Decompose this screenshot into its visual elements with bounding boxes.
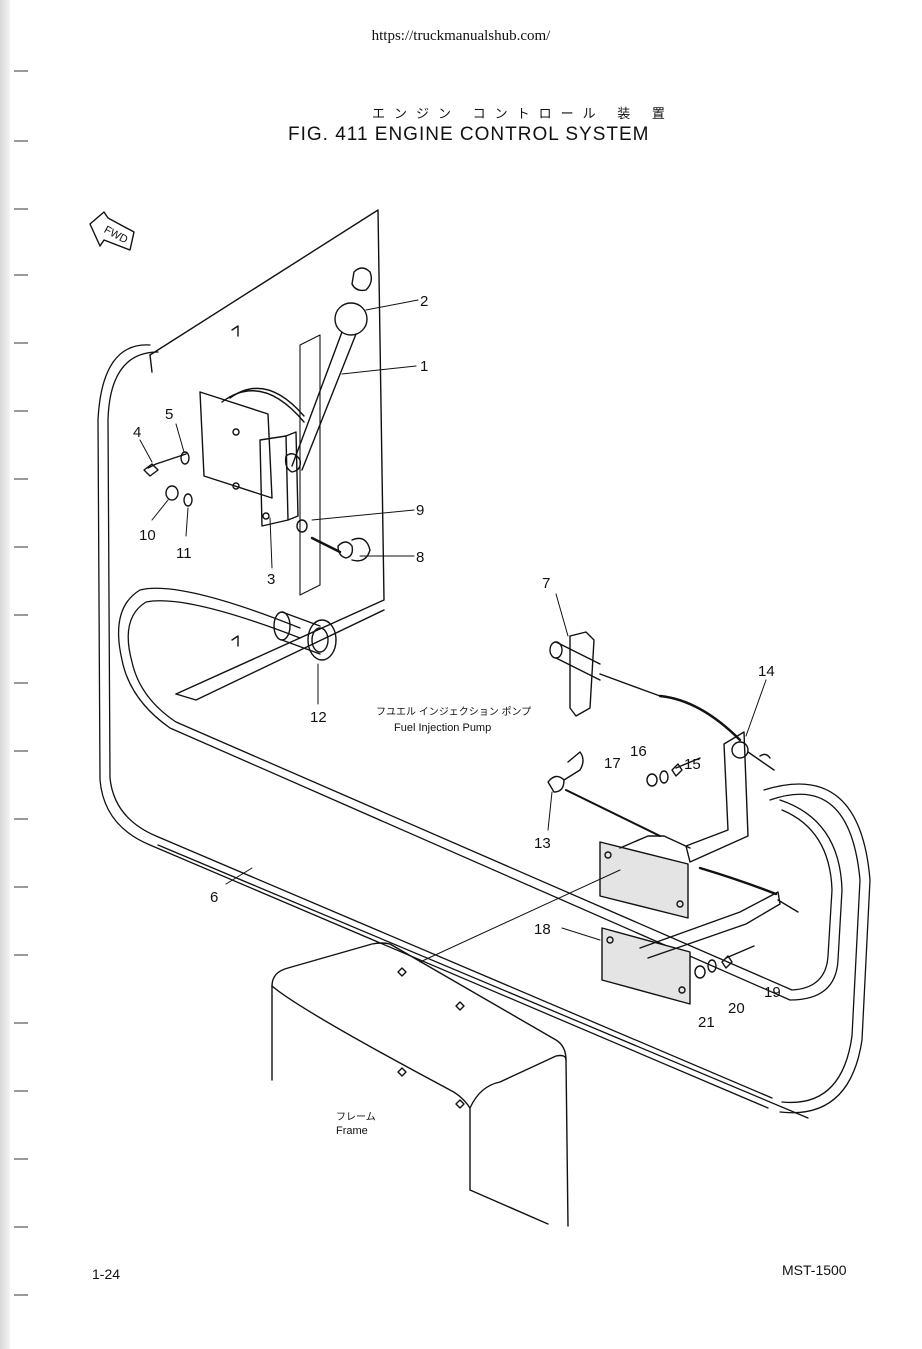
binding-mark (14, 1090, 28, 1092)
binding-mark (14, 140, 28, 142)
callout-7: 7 (542, 575, 550, 592)
binding-mark (14, 410, 28, 412)
callout-leaders (139, 299, 767, 941)
figure-title-japanese: エンジン コントロール 装 置 (372, 106, 674, 121)
callout-labels: 2 1 5 4 9 10 11 8 3 7 14 12 15 16 17 13 … (133, 293, 781, 1137)
callout-16: 16 (630, 743, 647, 760)
throttle-cable (97, 344, 871, 1119)
binding-mark (14, 1294, 28, 1296)
callout-15: 15 (684, 756, 701, 773)
binding-mark (14, 682, 28, 684)
callout-3: 3 (267, 571, 275, 588)
callout-4: 4 (133, 424, 141, 441)
lever-knob (334, 302, 368, 336)
binding-mark (14, 1022, 28, 1024)
binding-edge (0, 0, 10, 1349)
frame-label: Frame (336, 1125, 368, 1137)
binding-mark (14, 1226, 28, 1228)
binding-mark (14, 954, 28, 956)
callout-2: 2 (420, 293, 428, 310)
callout-12: 12 (310, 709, 327, 726)
fwd-arrow-icon: FWD (89, 211, 135, 251)
control-lever-assembly (199, 302, 368, 527)
dash-panel (149, 209, 385, 701)
bracket-hardware (547, 751, 755, 979)
nut-10-icon (165, 485, 179, 501)
callout-6: 6 (210, 889, 218, 906)
vehicle-frame (271, 869, 621, 1227)
callout-5: 5 (165, 406, 173, 423)
binding-mark (14, 208, 28, 210)
control-lever (291, 331, 357, 471)
binding-mark (14, 750, 28, 752)
binding-mark (14, 886, 28, 888)
figure-title: FIG. 411 ENGINE CONTROL SYSTEM (288, 124, 650, 145)
binding-mark (14, 614, 28, 616)
bolt-4-icon (147, 453, 187, 469)
callout-21: 21 (698, 1014, 715, 1031)
fuel-pump-label-japanese: フユエル インジェクション ポンプ (376, 706, 531, 718)
callout-17: 17 (604, 755, 621, 772)
binding-mark (14, 818, 28, 820)
callout-19: 19 (764, 984, 781, 1001)
binding-mark (14, 342, 28, 344)
callout-14: 14 (758, 663, 775, 680)
callout-20: 20 (728, 1000, 745, 1017)
panel-hardware (143, 451, 371, 562)
cable-knob (273, 611, 337, 661)
callout-10: 10 (139, 527, 156, 544)
binding-mark (14, 1158, 28, 1160)
callout-11: 11 (176, 545, 192, 562)
callout-13: 13 (534, 835, 551, 852)
binding-mark (14, 274, 28, 276)
binding-mark (14, 478, 28, 480)
callout-18: 18 (534, 921, 551, 938)
binding-mark (14, 70, 28, 72)
bracket-assembly (599, 731, 799, 1005)
fuel-pump-lever (549, 631, 742, 742)
source-url[interactable]: https://truckmanualshub.com/ (371, 28, 551, 44)
document-code: MST-1500 (782, 1262, 847, 1278)
fuel-pump-label: Fuel Injection Pump (394, 722, 491, 734)
callout-1: 1 (420, 358, 428, 375)
callout-9: 9 (416, 502, 424, 519)
binding-mark (14, 546, 28, 548)
lever-bracket (199, 391, 273, 499)
callout-8: 8 (416, 549, 424, 566)
frame-label-japanese: フレーム (336, 1111, 376, 1123)
page-number: 1-24 (92, 1266, 121, 1282)
